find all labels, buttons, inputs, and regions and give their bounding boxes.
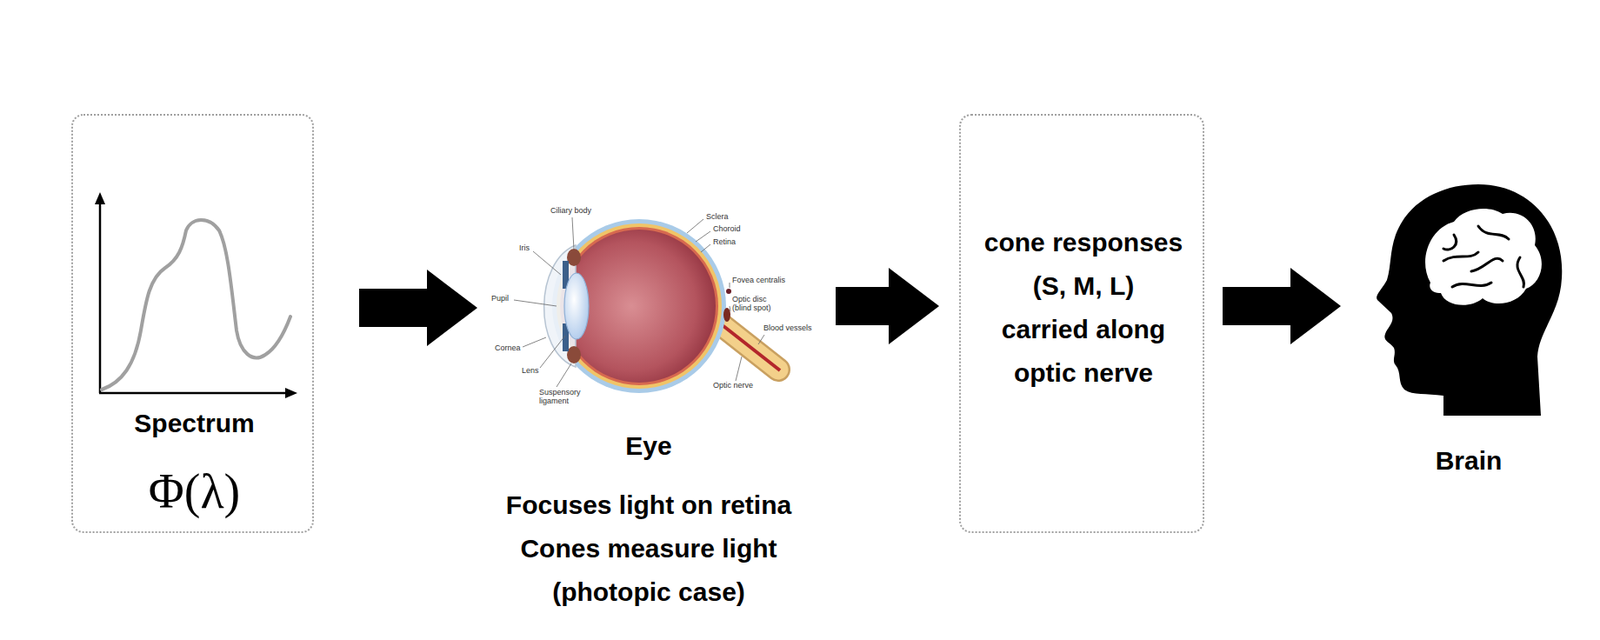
part-label: Fovea centralis (732, 276, 786, 286)
spectrum-panel: SpectrumΦ(λ) (71, 113, 314, 534)
leader-line (572, 217, 574, 250)
part-label: Pupil (491, 294, 509, 304)
fovea (726, 288, 732, 294)
brain-fold (1478, 226, 1509, 240)
brain-fold (1452, 282, 1492, 287)
leader-line (758, 334, 765, 345)
axis-arrowhead (285, 387, 298, 399)
node-title: Brain (1381, 439, 1556, 483)
leader-line (556, 363, 572, 387)
part-label: Lens (521, 366, 540, 376)
optic-disc (723, 307, 731, 322)
block-arrow (1222, 267, 1341, 345)
spectrum-plot (94, 192, 298, 399)
leader-line (735, 356, 742, 381)
leader-line (729, 282, 731, 288)
part-label: Optic nerve (713, 381, 754, 391)
brain-folds (1443, 226, 1525, 287)
signal-panel: cone responses (S, M, L)carried along op… (959, 113, 1205, 534)
brain-fold (1443, 252, 1479, 261)
brain-node: Brain (1372, 178, 1566, 494)
part-label: Cornea (494, 344, 521, 354)
leader-line (700, 244, 711, 253)
node-description: Focuses light on retina Cones measure li… (487, 483, 810, 614)
signal-text: cone responses (S, M, L) (974, 220, 1193, 308)
block-arrow (835, 267, 940, 345)
brain-fold (1517, 257, 1525, 287)
part-label: Suspensory ligament (539, 388, 587, 407)
block-arrow (359, 269, 478, 347)
eye-illustration (513, 217, 780, 394)
leader-line (686, 219, 704, 234)
head-silhouette (1376, 184, 1562, 416)
part-label: Ciliary body (550, 206, 592, 216)
leader-line (729, 306, 731, 312)
leader-line (513, 300, 557, 307)
spectrum-formula: Φ(λ) (86, 463, 304, 520)
leader-line (695, 231, 711, 242)
part-label: Retina (713, 238, 736, 247)
axis-arrowhead (94, 192, 106, 205)
ciliary-body (566, 346, 581, 364)
part-label: Choroid (713, 225, 741, 234)
choroid (556, 223, 722, 389)
panel-caption: Spectrum (86, 401, 304, 446)
eye-interior (562, 229, 716, 383)
leader-lines (513, 217, 765, 387)
brain-illustration (1376, 184, 1562, 416)
brain-shape (1425, 208, 1542, 306)
y-axis (99, 201, 102, 394)
part-label: Optic disc (blind spot) (732, 295, 780, 314)
spectrum-curve (101, 220, 291, 390)
node-title: Eye (487, 424, 810, 468)
ciliary-body (566, 248, 581, 267)
retina (560, 226, 719, 386)
part-label: Iris (519, 244, 530, 254)
leader-line (540, 335, 566, 368)
leader-line (522, 337, 547, 347)
x-axis (99, 392, 289, 395)
brain-fold (1443, 234, 1457, 250)
signal-text: carried along optic nerve (974, 307, 1193, 395)
leader-line (533, 251, 561, 275)
lens (564, 273, 589, 340)
brain-fold (1471, 258, 1503, 272)
sclera (552, 219, 727, 394)
part-label: Blood vessels (763, 324, 813, 334)
part-label: Sclera (706, 213, 729, 222)
eye-node: EyeFocuses light on retina Cones measure… (480, 201, 817, 625)
